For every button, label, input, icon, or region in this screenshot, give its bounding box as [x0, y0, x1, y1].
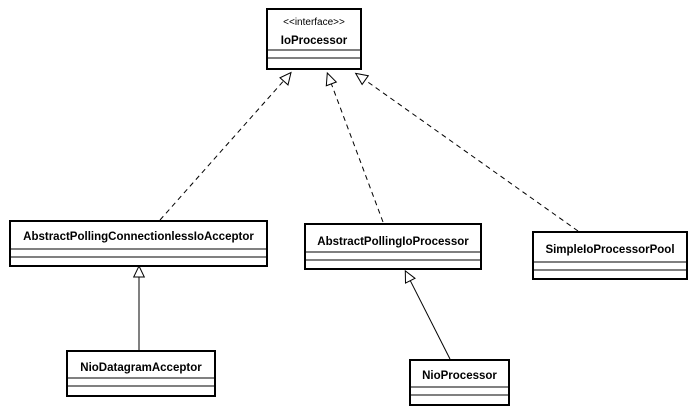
class-name: NioDatagramAcceptor: [80, 362, 202, 374]
class-name: SimpleIoProcessorPool: [545, 244, 674, 256]
realization-sipp-to-ioprocessor: [354, 72, 579, 232]
class-abstract-polling-io-processor: AbstractPollingIoProcessor: [304, 223, 482, 270]
realization-apcia-to-ioprocessor: [159, 71, 292, 221]
class-stereotype: <<interface>>: [283, 17, 345, 28]
class-ioprocessor: <<interface>> IoProcessor: [266, 8, 362, 70]
class-name: IoProcessor: [281, 35, 348, 47]
class-name: NioProcessor: [422, 370, 497, 382]
class-abstract-polling-connectionless-io-acceptor: AbstractPollingConnectionlessIoAcceptor: [9, 220, 268, 267]
class-nio-processor: NioProcessor: [409, 359, 510, 406]
generalization-nda-to-apcia: [132, 264, 146, 350]
relations: [132, 71, 579, 360]
realization-apip-to-ioprocessor: [325, 71, 384, 223]
class-name: AbstractPollingConnectionlessIoAcceptor: [23, 231, 254, 243]
class-nio-datagram-acceptor: NioDatagramAcceptor: [66, 350, 216, 397]
generalization-np-to-apip: [404, 269, 451, 360]
class-name: AbstractPollingIoProcessor: [317, 236, 469, 248]
class-simple-io-processor-pool: SimpleIoProcessorPool: [532, 231, 688, 280]
